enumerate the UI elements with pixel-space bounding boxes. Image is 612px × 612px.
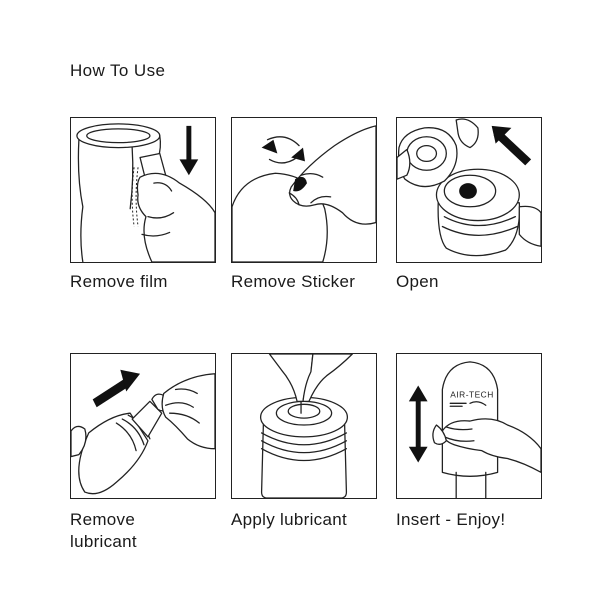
- product-brand-text: AIR-TECH: [450, 389, 494, 399]
- step-6-caption: Insert - Enjoy!: [396, 510, 506, 529]
- remove-lubricant-drawing: [71, 369, 215, 495]
- step-2-caption: Remove Sticker: [231, 272, 356, 291]
- step-4-caption: Remove lubricant: [70, 510, 137, 551]
- step-5-illustration: [231, 353, 377, 499]
- step-4-illustration: [70, 353, 216, 499]
- apply-lubricant-drawing: [259, 354, 353, 498]
- step-3-illustration: [396, 117, 542, 263]
- remove-film-drawing: [76, 123, 215, 262]
- step-6-illustration: AIR-TECH: [396, 353, 542, 499]
- step-1-caption: Remove film: [70, 272, 168, 291]
- step-5-caption: Apply lubricant: [231, 510, 348, 529]
- step-2-illustration: [231, 117, 377, 263]
- remove-sticker-drawing: [232, 125, 376, 262]
- insert-enjoy-drawing: AIR-TECH: [408, 361, 541, 498]
- step-3-caption: Open: [396, 272, 439, 291]
- step-1-illustration: [70, 117, 216, 263]
- page-title: How To Use: [70, 61, 166, 80]
- open-drawing: [397, 118, 541, 257]
